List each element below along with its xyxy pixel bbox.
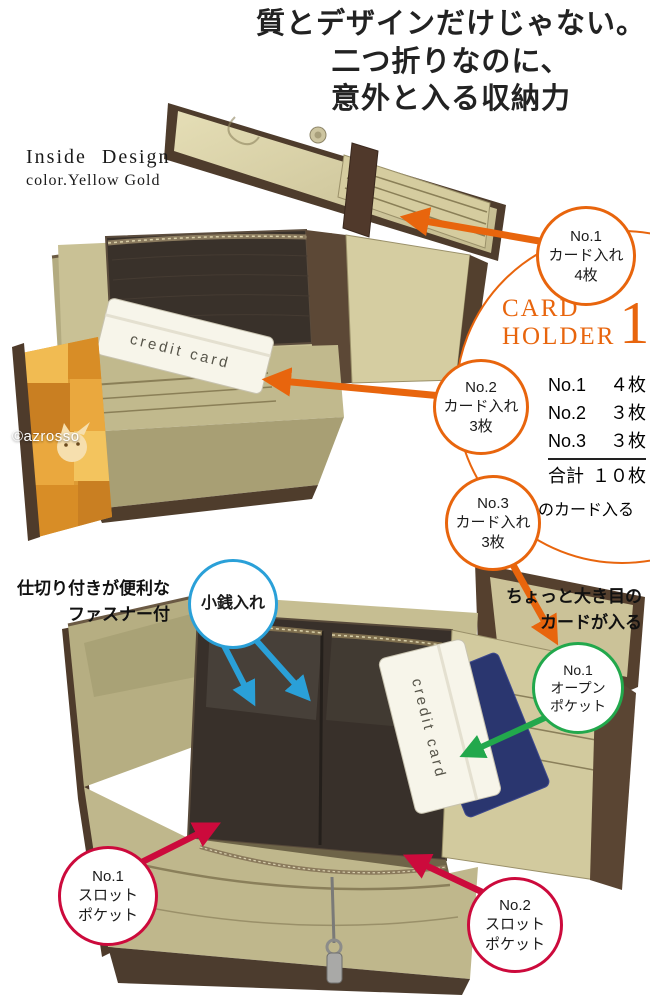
zipper-note: 仕切り付きが便利な ファスナー付 xyxy=(17,579,170,625)
callout-no1-card-slots: No.1 カード入れ 4枚 xyxy=(536,206,636,306)
title-line-3: 意外と入る収納力 xyxy=(330,83,571,116)
title-line-2: 二つ折りなのに、 xyxy=(331,45,571,78)
callout-open-pocket: No.1 オープン ポケット xyxy=(532,642,624,734)
cat-applique xyxy=(57,432,87,462)
callout-no3-card-slots: No.3 カード入れ 3枚 xyxy=(445,475,541,571)
big-card-note: ちょっと大き目の カードが入る xyxy=(506,587,642,633)
card-holder-title: CARD HOLDER 10 xyxy=(502,290,650,356)
callout-coin-pocket: 小銭入れ xyxy=(188,559,278,649)
inside-design-title: Inside Design xyxy=(26,146,171,168)
card-slots-no2 xyxy=(58,345,344,433)
slot-pockets-front xyxy=(84,787,478,995)
title-line-1: 質とデザインだけじゃない。 xyxy=(255,8,646,40)
callout-slot-pocket-2: No.2 スロット ポケット xyxy=(467,877,563,973)
embossed-logo xyxy=(227,116,260,146)
card-holder-note: のカード入る xyxy=(538,501,635,519)
front-gusset xyxy=(70,417,344,509)
card-holder-word-holder: HOLDER xyxy=(502,323,616,350)
watermark: ©azrosso xyxy=(12,428,80,445)
callout-no2-card-slots: No.2 カード入れ 3枚 xyxy=(433,359,529,455)
color-name-label: color.Yellow Gold xyxy=(26,172,161,189)
credit-card-bottom: credit card xyxy=(378,639,502,814)
callout-slot-pocket-1: No.1 スロット ポケット xyxy=(58,846,158,946)
wallet-photo-top: credit card xyxy=(12,103,506,541)
page-title: 質とデザインだけじゃない。 二つ折りなのに、 意外と入る収納力 xyxy=(256,6,646,119)
inside-design-label: Inside Design color.Yellow Gold xyxy=(26,146,171,190)
card-holder-count: 10 xyxy=(619,290,650,356)
credit-card-top: credit card xyxy=(96,298,274,394)
